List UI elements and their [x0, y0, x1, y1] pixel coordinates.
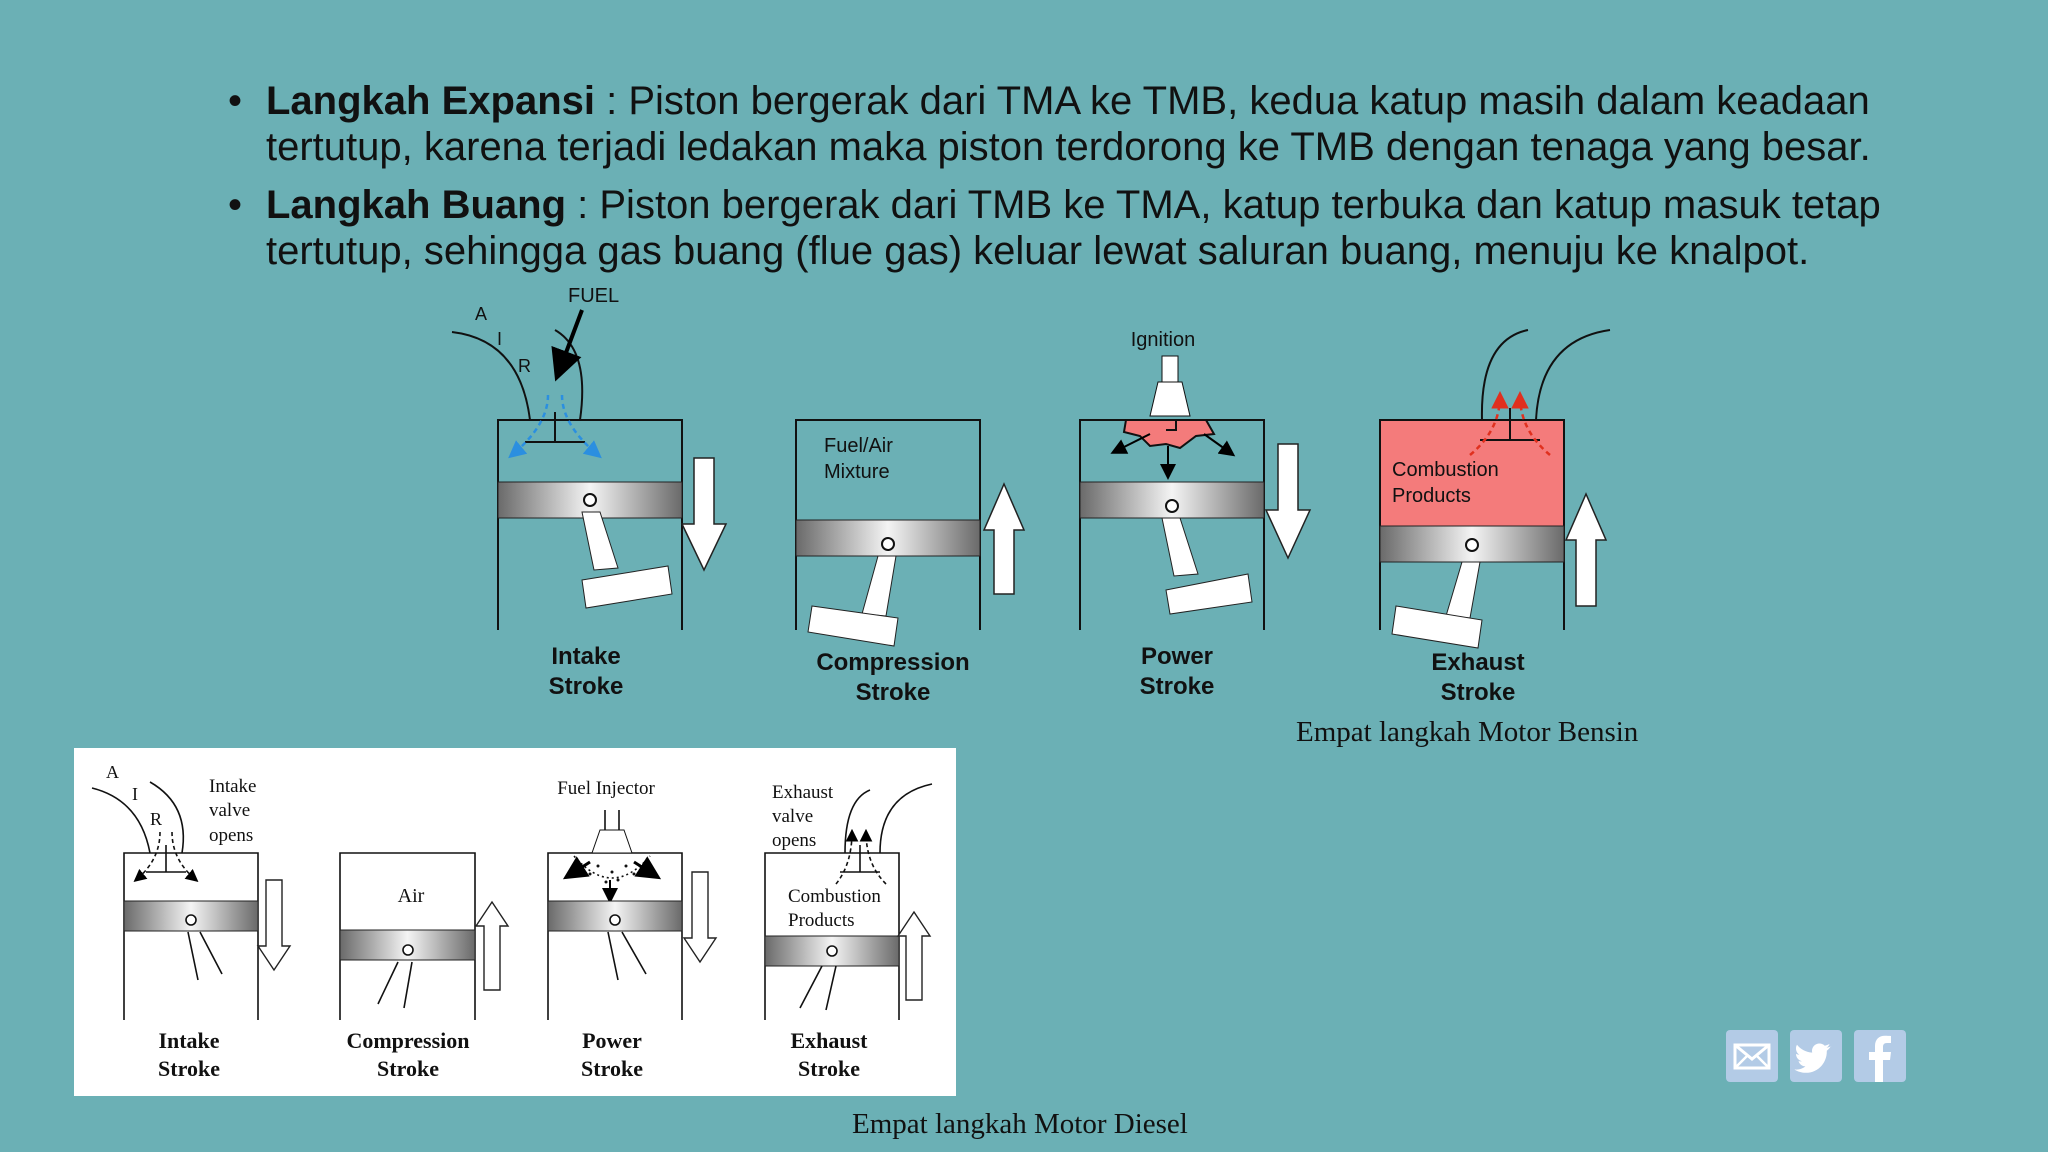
gas-air-letter: A	[475, 304, 487, 324]
combustion-label: Combustion	[1392, 459, 1499, 481]
mixture-label: Mixture	[824, 461, 890, 483]
gas-stroke-label: Power	[1141, 643, 1213, 670]
diesel-stroke-label: Compression	[346, 1028, 469, 1053]
gas-stroke-label: Stroke	[856, 679, 931, 706]
gas-stroke-label: Compression	[816, 649, 969, 676]
bullet-text: : Piston bergerak dari TMB ke TMA, katup…	[266, 183, 1881, 273]
fuel-label: FUEL	[568, 285, 619, 307]
diesel-air-label: Air	[398, 885, 425, 907]
gas-stroke-label: Stroke	[1140, 673, 1215, 700]
gas-stroke-label: Intake	[551, 643, 620, 670]
gasoline-engine-diagram: A I R FUEL Intake Stroke Fuel/Air Mixtur…	[451, 285, 1611, 706]
diesel-air-letter: R	[150, 809, 162, 829]
gas-air-letter: I	[497, 329, 502, 349]
gas-intake-cylinder	[451, 309, 728, 630]
gas-stroke-label: Exhaust	[1431, 649, 1524, 676]
diesel-engine-diagram: A I R Intake valve opens Intake Stroke A…	[74, 748, 956, 1096]
gas-exhaust-cylinder	[1379, 329, 1611, 649]
diesel-stroke-label: Stroke	[581, 1056, 643, 1081]
bullet-term: Langkah Buang	[266, 183, 567, 227]
gas-power-cylinder	[1079, 355, 1312, 630]
diesel-intake-cylinder	[91, 781, 292, 1020]
diesel-power-cylinder	[547, 810, 718, 1020]
bullet-expansion: • Langkah Expansi : Piston bergerak dari…	[228, 78, 2018, 170]
diesel-air-letter: I	[132, 784, 138, 804]
twitter-icon[interactable]	[1790, 1030, 1842, 1082]
fuel-injector-label: Fuel Injector	[557, 778, 655, 799]
diesel-stroke-label: Stroke	[158, 1056, 220, 1081]
diesel-combustion-label: Products	[788, 910, 855, 931]
bullet-dot: •	[228, 79, 243, 123]
diesel-exhaust-cylinder	[764, 783, 933, 1020]
gas-compression-cylinder	[795, 419, 1026, 647]
bullet-list: • Langkah Expansi : Piston bergerak dari…	[228, 78, 2018, 286]
diesel-caption: Empat langkah Motor Diesel	[852, 1108, 1188, 1140]
email-icon[interactable]	[1726, 1030, 1778, 1082]
bullet-term: Langkah Expansi	[266, 79, 595, 123]
exhaust-valve-label: Exhaust	[772, 782, 834, 803]
bullet-exhaust: • Langkah Buang : Piston bergerak dari T…	[228, 182, 2018, 274]
gas-stroke-label: Stroke	[549, 673, 624, 700]
diesel-stroke-label: Power	[582, 1028, 642, 1053]
bullet-text: : Piston bergerak dari TMA ke TMB, kedua…	[266, 79, 1871, 169]
gasoline-caption: Empat langkah Motor Bensin	[1296, 716, 1639, 748]
intake-valve-label: opens	[209, 825, 253, 846]
intake-valve-label: Intake	[209, 776, 256, 797]
diesel-air-letter: A	[106, 762, 119, 782]
diesel-stroke-label: Intake	[158, 1028, 219, 1053]
diesel-combustion-label: Combustion	[788, 886, 881, 907]
ignition-label: Ignition	[1131, 329, 1196, 351]
combustion-label: Products	[1392, 485, 1471, 507]
exhaust-valve-label: opens	[772, 830, 816, 851]
diesel-stroke-label: Stroke	[377, 1056, 439, 1081]
exhaust-valve-label: valve	[772, 806, 813, 827]
diesel-compression-cylinder	[339, 852, 510, 1020]
mixture-label: Fuel/Air	[824, 435, 893, 457]
gas-air-letter: R	[518, 356, 531, 376]
diesel-stroke-label: Stroke	[798, 1056, 860, 1081]
diesel-stroke-label: Exhaust	[790, 1028, 868, 1053]
bullet-dot: •	[228, 183, 243, 227]
gas-stroke-label: Stroke	[1441, 679, 1516, 706]
facebook-icon[interactable]	[1854, 1030, 1906, 1082]
intake-valve-label: valve	[209, 800, 250, 821]
